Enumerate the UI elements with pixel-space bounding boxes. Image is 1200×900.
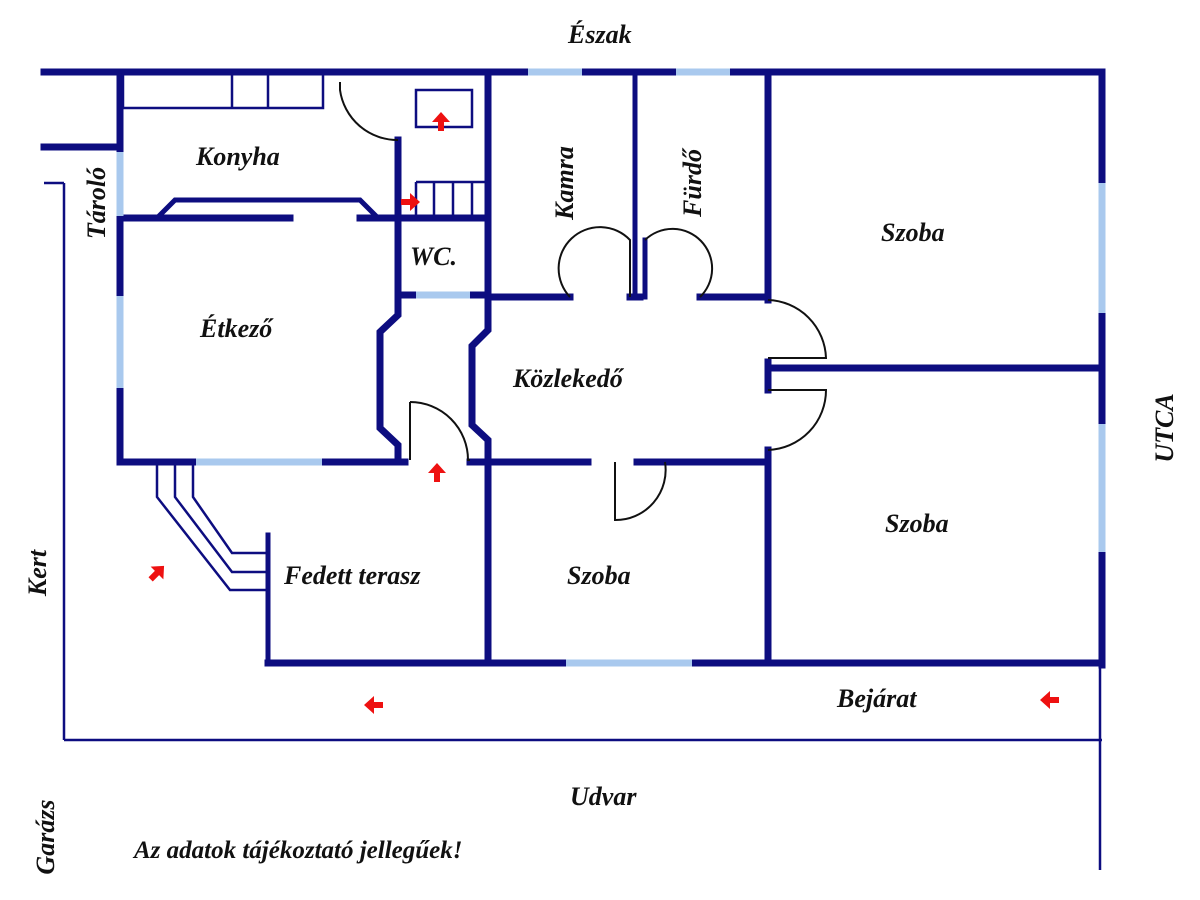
label-garage: Garázs: [31, 799, 60, 875]
entry-arrows: [148, 112, 1059, 714]
label-pantry: Kamra: [550, 146, 579, 220]
label-street: UTCA: [1150, 393, 1179, 463]
label-kitchen: Konyha: [196, 142, 280, 171]
fixtures: [44, 72, 1102, 870]
arrow-up-icon: [432, 112, 450, 131]
stairs: [414, 180, 486, 218]
label-room-s: Szoba: [567, 561, 631, 590]
kitchen-counter: [121, 72, 325, 110]
disclaimer: Az adatok tájékoztató jellegűek!: [134, 837, 463, 864]
label-yard: Udvar: [570, 782, 637, 811]
windows: [116, 68, 1106, 667]
label-storage: Tároló: [82, 166, 111, 240]
label-wc: WC.: [410, 242, 457, 271]
arrow-left-icon: [1040, 691, 1059, 709]
label-terrace: Fedett terasz: [284, 561, 421, 590]
arrow-right-icon: [401, 193, 420, 211]
arrow-up-right-icon: [148, 565, 165, 582]
arrow-up-icon: [428, 463, 446, 482]
label-north: Észak: [568, 20, 632, 49]
terrace-steps: [155, 462, 268, 592]
label-room-se: Szoba: [885, 509, 949, 538]
arrow-left-icon: [364, 696, 383, 714]
label-dining: Étkező: [200, 314, 273, 343]
label-bathroom: Fürdő: [678, 149, 707, 217]
label-entrance: Bejárat: [837, 684, 917, 713]
label-garden: Kert: [23, 549, 52, 597]
label-hallway: Közlekedő: [513, 364, 623, 393]
doors: [339, 82, 828, 522]
label-room-ne: Szoba: [881, 218, 945, 247]
